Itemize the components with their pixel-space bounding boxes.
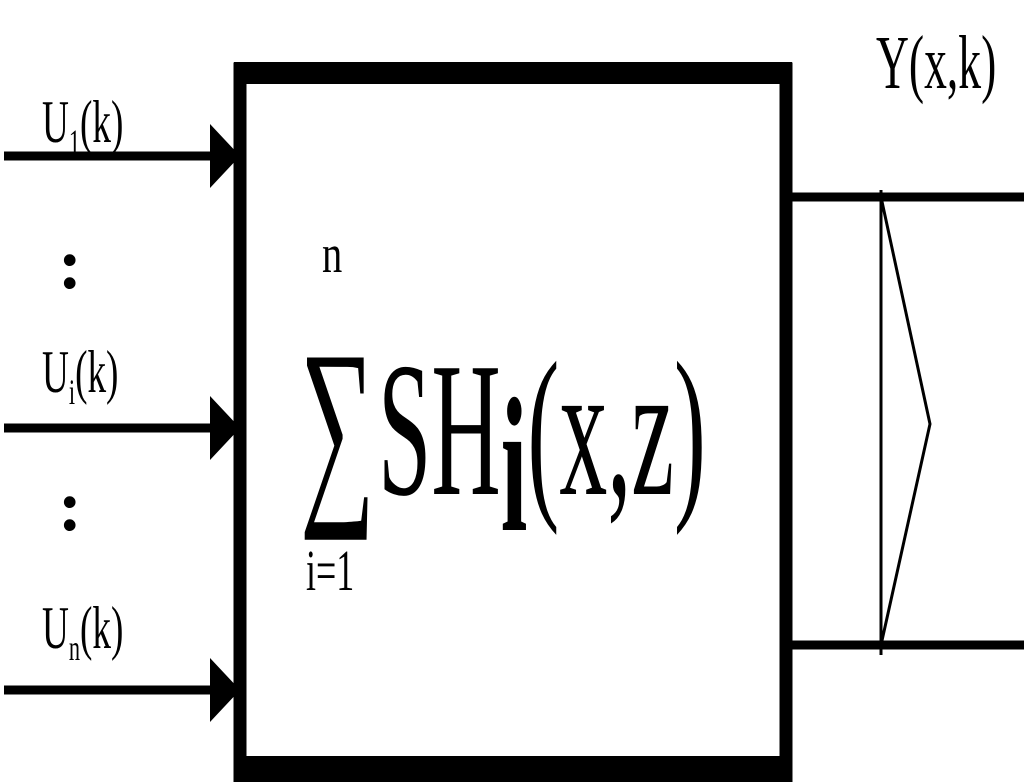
block-bottom-thick-edge: [234, 756, 792, 782]
input-n-arrowhead-icon: [210, 658, 240, 722]
summation-sign-icon: ∑: [300, 308, 375, 541]
input-ellipsis-1: :: [58, 224, 82, 304]
output: Y(x,k): [792, 20, 1024, 655]
transfer-formula: n ∑ i=1 SHi(x,z): [300, 224, 706, 603]
input-1-arrowhead-icon: [210, 124, 240, 188]
input-ellipsis-2: :: [58, 466, 82, 546]
input-n-label: Un(k): [42, 595, 123, 668]
transfer-term: SHi(x,z): [378, 323, 706, 572]
output-label: Y(x,k): [876, 20, 996, 105]
input-1: U1(k): [4, 89, 240, 188]
sum-upper-limit: n: [322, 224, 342, 284]
sum-lower-limit: i=1: [306, 540, 354, 604]
input-i-label: Ui(k): [42, 339, 118, 412]
block-top-thick-edge: [234, 62, 792, 84]
system-block: [233, 62, 793, 782]
input-i: Ui(k): [4, 339, 240, 460]
input-1-label: U1(k): [42, 89, 123, 162]
input-n: Un(k): [4, 595, 240, 722]
input-i-arrowhead-icon: [210, 396, 240, 460]
bus-arrow-chevron: [879, 196, 932, 646]
